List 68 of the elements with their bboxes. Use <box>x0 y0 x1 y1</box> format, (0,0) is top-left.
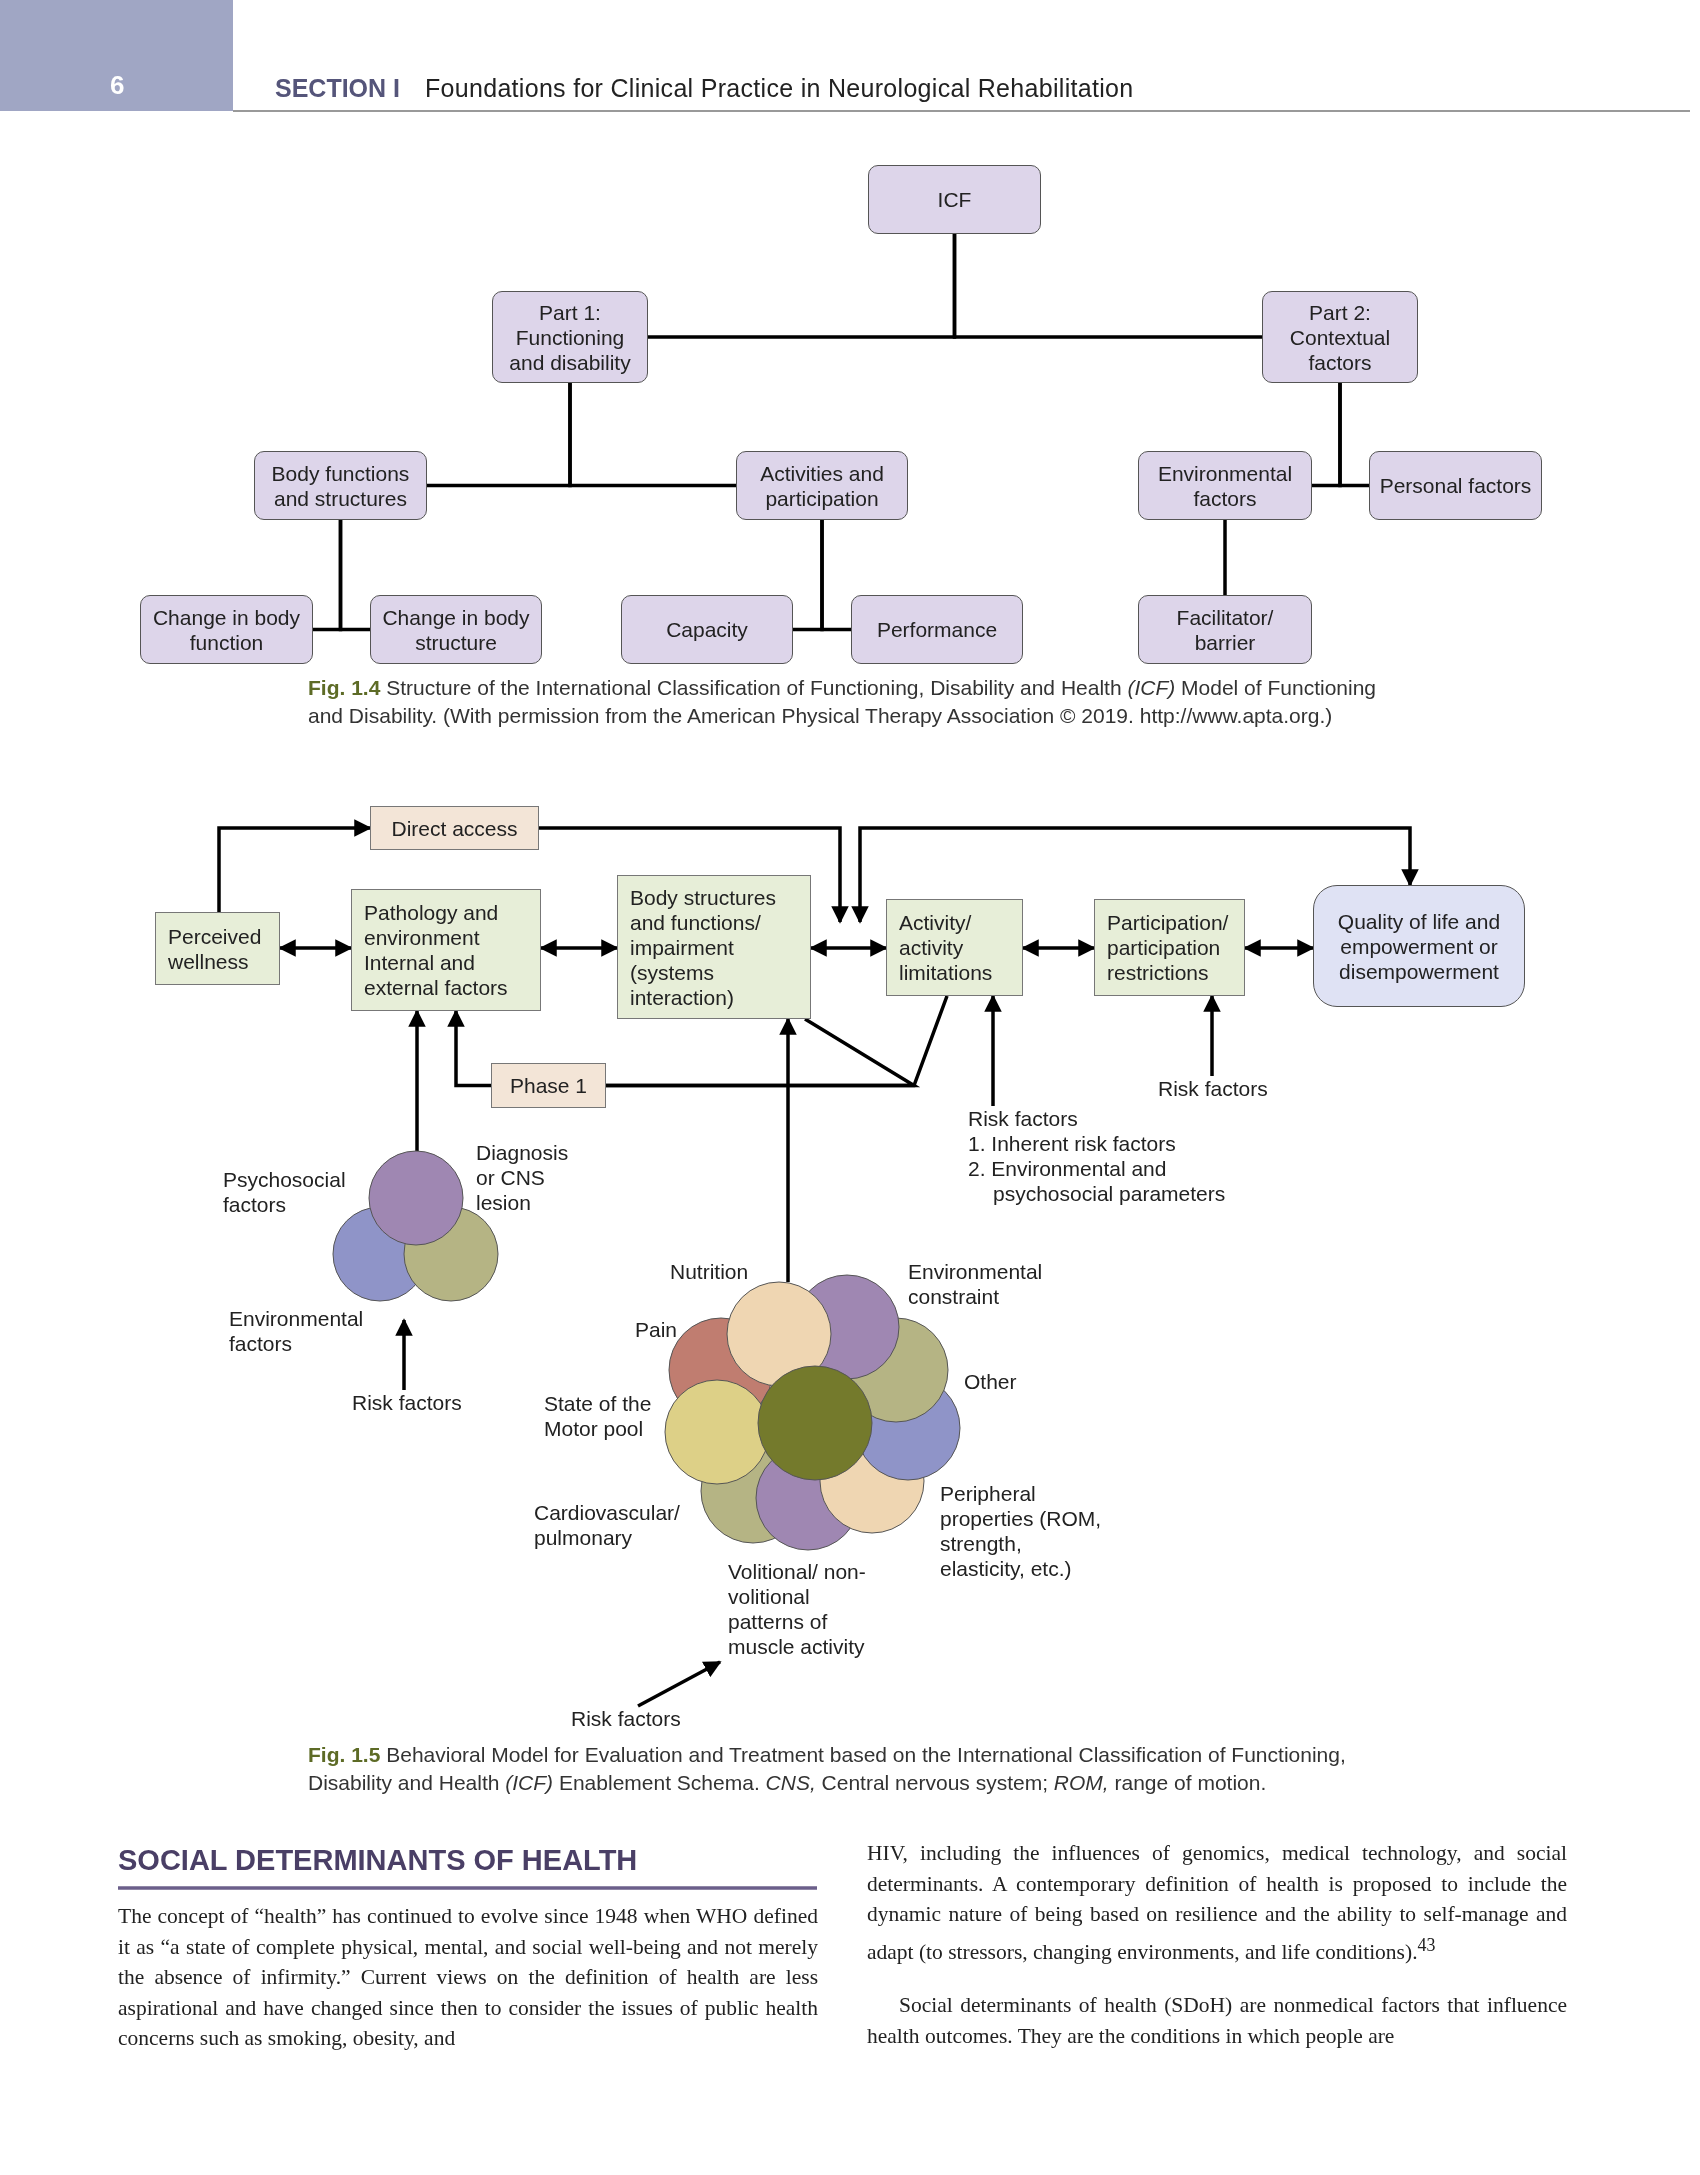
arrow <box>408 1009 426 1151</box>
circle-label: Other <box>964 1369 1018 1394</box>
section-heading: SOCIAL DETERMINANTS OF HEALTH <box>118 1844 639 1877</box>
arrow <box>809 939 888 957</box>
arrow <box>539 826 849 924</box>
list-item: 2. Environmental and psychosocial parameters <box>968 1156 1227 1206</box>
connector-line <box>568 383 736 488</box>
body-paragraph: The concept of “health” has continued to evolve since 1948 when WHO defined it as “a state of complete physical, mental, and social well-being and not merely the absence of infirmity.” Current views on the definition of health are less aspirational and have changed since then to consider the issues of public health concerns such as smoking, obesity, and <box>118 1903 818 2052</box>
category-box: Personal factors <box>1369 451 1542 520</box>
connector-line <box>1338 383 1369 488</box>
connector-line <box>606 995 949 1088</box>
risk-factors-label: Risk factors <box>1158 1076 1293 1101</box>
body-paragraph: Social determinants of health (SDoH) are nonmedical factors that influence health outcomes. They are the conditions in which people are <box>867 1992 1567 2050</box>
arrow <box>395 1318 413 1390</box>
section-label: SECTION I <box>275 74 401 103</box>
process-box: Perceived wellness <box>155 912 280 985</box>
risk-factors-label: Risk factors <box>352 1390 482 1415</box>
circle-label: Environmental constraint <box>908 1259 1044 1309</box>
connector-line <box>952 234 1262 339</box>
category-box: Part 2: Contextual factors <box>1262 291 1418 383</box>
process-box: Body structures and functions/ impairment (systems interaction) <box>617 875 811 1019</box>
category-box: Change in body function <box>140 595 313 664</box>
connector-line <box>338 520 370 632</box>
connector-line <box>820 520 851 632</box>
arrow <box>984 994 1002 1106</box>
category-box: Change in body structure <box>370 595 542 664</box>
circle-label: Diagnosis or CNS lesion <box>476 1140 570 1215</box>
list-item: 1. Inherent risk factors <box>968 1131 1177 1156</box>
outcome-box: Quality of life and empowerment or disempowerment <box>1313 885 1525 1007</box>
body-paragraph: HIV, including the influences of genomics, medical technology, and social determinants. A contemporary definition of health is proposed to include the dynamic nature of being based on resilience and the ability to self-manage and adapt (to stressors, changing environments, and life conditions).$^{43}$ <box>867 1840 1567 1966</box>
step-box: Direct access <box>370 806 539 850</box>
list-heading: Risk factors <box>968 1106 1079 1131</box>
arrow <box>1243 939 1315 957</box>
circle-label: Environmental factors <box>229 1306 365 1356</box>
arrow <box>637 1660 722 1708</box>
running-head: Foundations for Clinical Practice in Neurological Rehabilitation <box>425 74 1135 103</box>
step-box: Phase 1 <box>491 1063 606 1108</box>
figure-caption: Fig. 1.5 Behavioral Model for Evaluation and Treatment based on the International Classification of Functioning, Disability and Health (ICF) Enablement Schema. CNS, Central nervous system; ROM, range of motion. <box>308 1742 1347 1796</box>
circle-label: Psychosocial factors <box>223 1167 347 1217</box>
arrow <box>1021 939 1096 957</box>
arrow <box>779 1017 797 1282</box>
connector-line <box>1223 520 1227 595</box>
arrow <box>447 1009 491 1088</box>
circle-label: Peripheral properties (ROM, strength, elasticity, etc.) <box>940 1481 1103 1581</box>
category-box: Environmental factors <box>1138 451 1312 520</box>
circle-label: Volitional/ non-volitional patterns of muscle activity <box>728 1559 867 1659</box>
category-box: Part 1: Functioning and disability <box>492 291 648 383</box>
circle-label: State of the Motor pool <box>544 1391 653 1441</box>
category-box: Activities and participation <box>736 451 908 520</box>
process-box: Participation/ participation restrictions <box>1094 899 1245 996</box>
risk-factors-label: Risk factors <box>571 1706 701 1731</box>
arrow <box>1203 994 1221 1076</box>
process-box: Activity/ activity limitations <box>886 899 1023 996</box>
circle-label: Cardiovascular/ pulmonary <box>534 1500 681 1550</box>
process-box: Pathology and environment Internal and external factors <box>351 889 541 1011</box>
arrow <box>278 939 353 957</box>
category-box: Performance <box>851 595 1023 664</box>
category-box: Body functions and structures <box>254 451 427 520</box>
category-box: ICF <box>868 165 1041 234</box>
circle-label: Pain <box>635 1317 679 1342</box>
figure-caption: Fig. 1.4 Structure of the International Classification of Functioning, Disability and Health (ICF) Model of Functioning and Disability. (With permission from the American Physical Therapy Association © 2019. http://www.apta.org.) <box>308 675 1378 729</box>
page-number: 6 <box>110 70 126 101</box>
category-box: Facilitator/ barrier <box>1138 595 1312 664</box>
arrow <box>851 826 1419 924</box>
category-box: Capacity <box>621 595 793 664</box>
arrow <box>217 819 372 912</box>
circle-label: Nutrition <box>670 1259 750 1284</box>
arrow <box>539 939 619 957</box>
